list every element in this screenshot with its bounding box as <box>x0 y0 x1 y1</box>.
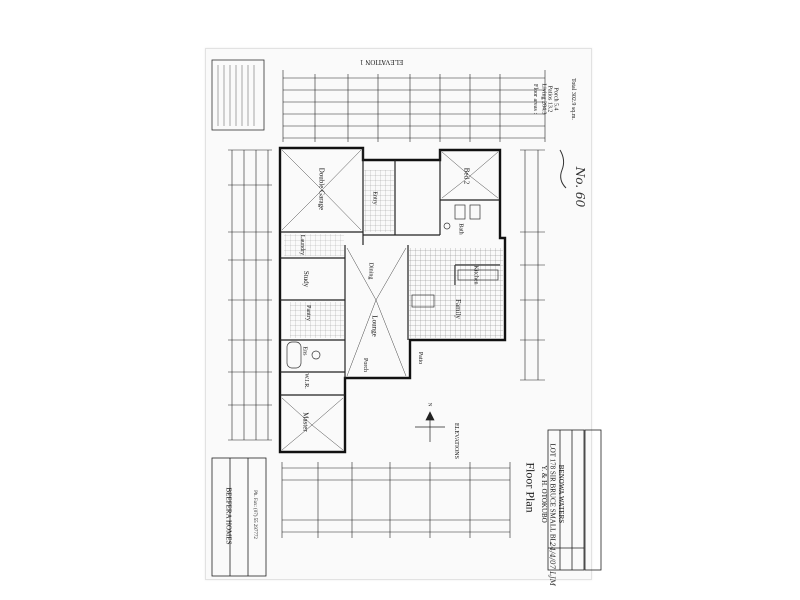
handwritten-number: No. 60 <box>573 166 588 208</box>
tiled-entry <box>364 170 394 232</box>
north-arrow <box>415 411 445 442</box>
dimension-lines-left <box>228 149 272 441</box>
dimension-lines-right <box>520 149 545 381</box>
tiled-family <box>409 248 503 338</box>
handwritten-mark <box>559 149 567 189</box>
builder-name: BEEFERA HOMES <box>224 487 233 545</box>
fixtures <box>286 204 499 369</box>
notes-box <box>211 59 265 131</box>
room-master: Master <box>301 412 310 432</box>
builder-block <box>211 457 267 577</box>
room-double-garage: Double Garage <box>317 167 326 211</box>
room-porch: Porch <box>362 358 368 372</box>
room-bath: Bath <box>457 223 464 235</box>
title-block <box>547 429 602 571</box>
room-bed2: Bed 2 <box>462 167 471 185</box>
room-dining: Dining <box>367 262 374 280</box>
builder-phone: Ph. Fax: (07) 55 297772 <box>251 490 257 539</box>
north-label: N <box>426 402 432 407</box>
room-ensuite: Ens <box>301 346 308 356</box>
title-block-suburb: BENOWA WATERS <box>557 464 566 524</box>
room-entry: Entry <box>371 191 378 205</box>
notes-lines <box>217 65 255 126</box>
room-wir: W.I.R. <box>302 373 309 389</box>
tiled-bath <box>290 302 344 338</box>
areas-header: Floor areas : <box>532 84 538 114</box>
floor-plan-title: Floor Plan <box>523 462 538 513</box>
room-laundry: Laundry <box>299 234 306 256</box>
drawing-sheet <box>205 48 592 580</box>
handwritten-date: 24/4/07 LJM <box>547 542 556 586</box>
elevations-label: ELEVATIONS <box>452 423 459 459</box>
tiled-laundry <box>284 234 344 256</box>
areas-patios: Patios 13.2 <box>546 85 553 113</box>
title-block-lot: LOT 178 SIR BRUCE SMALL BL. <box>548 443 557 545</box>
room-patio: Patio <box>417 351 424 365</box>
areas-total: Total 302.9 sq.m. <box>569 78 576 120</box>
dimension-lines-bottom <box>281 462 511 538</box>
title-block-client: Y. & H. OTOKUBO <box>539 465 548 523</box>
room-lounge: Lounge <box>370 315 379 337</box>
exterior-walls <box>278 146 507 454</box>
elevation-label: ELEVATION 1 <box>360 58 404 66</box>
room-pantry: Pantry <box>304 305 311 321</box>
room-family: Family <box>453 299 462 319</box>
room-study: Study <box>302 270 311 288</box>
areas-porch: Porch 5.4 <box>552 87 559 111</box>
room-kitchen: Kitchen <box>472 265 479 285</box>
roof-hip-lines <box>281 149 499 451</box>
dimension-lines-top <box>282 70 546 142</box>
